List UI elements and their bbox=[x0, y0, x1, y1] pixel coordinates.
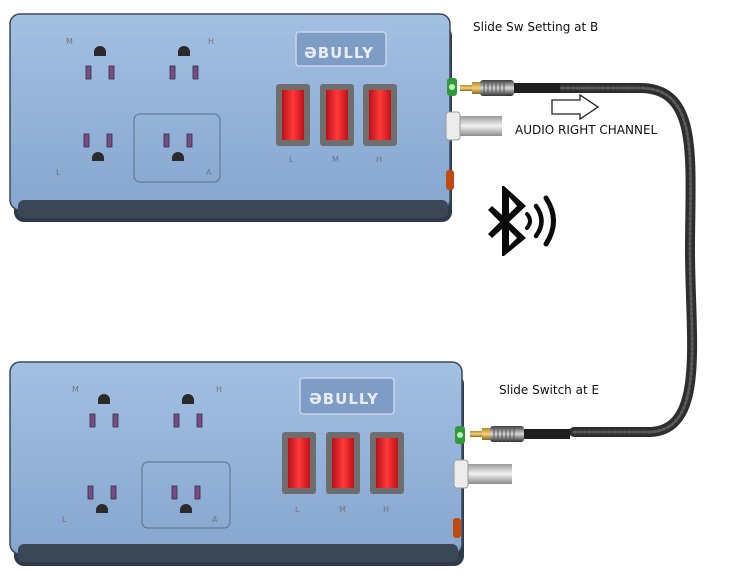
outlet-letter: M bbox=[72, 385, 79, 394]
switch-label-l: L bbox=[289, 155, 294, 164]
outlet-letter: L bbox=[62, 515, 67, 524]
rocker-switch-m[interactable] bbox=[320, 84, 354, 146]
switch-label-h: H bbox=[376, 155, 382, 164]
switch-label-m: M bbox=[339, 505, 346, 514]
rocker-switch-l[interactable] bbox=[276, 84, 310, 146]
rocker-switch-h[interactable] bbox=[363, 84, 397, 146]
bluetooth-icon bbox=[488, 186, 526, 256]
signal-waves-icon bbox=[525, 195, 556, 247]
switch-label-m: M bbox=[332, 155, 339, 164]
brand-logo: ƏBULLY bbox=[299, 377, 395, 415]
switch-label-h: H bbox=[383, 505, 389, 514]
outlet-letter: L bbox=[56, 168, 61, 177]
arrow-right-outline-icon bbox=[551, 93, 600, 121]
rocker-switch-l[interactable] bbox=[282, 432, 316, 494]
power-strip-top: M H L A ƏBULLY L M H bbox=[9, 13, 502, 222]
outlet-letter: M bbox=[66, 37, 73, 46]
top-slide-switch-note: Slide Sw Setting at B bbox=[473, 20, 599, 34]
outlet-letter: A bbox=[212, 515, 218, 524]
rca-plug-top bbox=[459, 79, 561, 97]
power-strip-bottom: M H L A ƏBULLY L M H bbox=[9, 361, 512, 566]
switch-label-l: L bbox=[295, 505, 300, 514]
audio-channel-label: AUDIO RIGHT CHANNEL bbox=[515, 123, 658, 137]
outlet-letter: H bbox=[216, 385, 222, 394]
brand-logo-text: ƏBULLY bbox=[309, 390, 379, 408]
rca-plug-bottom bbox=[469, 425, 571, 443]
outlet-letter: H bbox=[208, 37, 214, 46]
brand-logo-text: ƏBULLY bbox=[304, 44, 374, 62]
brand-logo: ƏBULLY bbox=[295, 31, 387, 67]
audio-cable bbox=[547, 83, 698, 437]
outlet-letter: A bbox=[206, 168, 212, 177]
rocker-switch-h[interactable] bbox=[370, 432, 404, 494]
rocker-switch-m[interactable] bbox=[326, 432, 360, 494]
bottom-slide-switch-note: Slide Switch at E bbox=[499, 383, 600, 397]
